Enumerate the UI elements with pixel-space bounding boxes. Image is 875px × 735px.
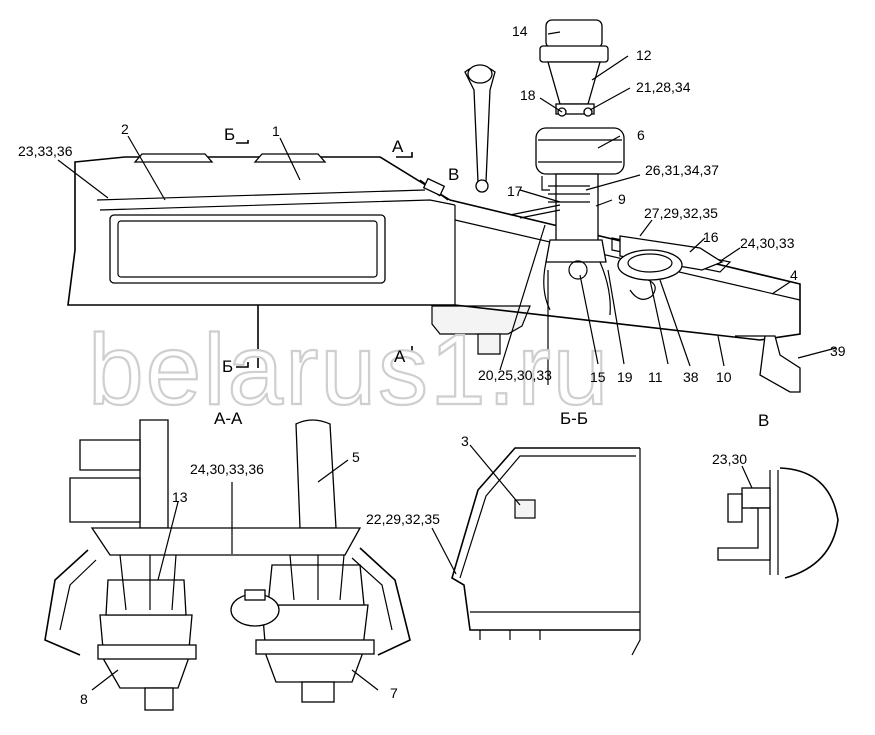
label-2: 2 [121, 121, 129, 137]
label-13: 13 [172, 489, 188, 505]
section-aa-drawing [44, 419, 411, 711]
label-9: 9 [618, 191, 626, 207]
hood-assembly [67, 153, 801, 393]
cut-a-bottom: А [394, 347, 406, 366]
section-bb-drawing [451, 447, 641, 656]
label-27-29-32-35: 27,29,32,35 [644, 205, 718, 221]
section-title-bb: Б-Б [560, 409, 588, 428]
label-12: 12 [636, 47, 652, 63]
control-lever [419, 64, 561, 219]
label-23-33-36: 23,33,36 [18, 143, 73, 159]
section-title-aa: А-А [214, 409, 243, 428]
label-19: 19 [617, 369, 633, 385]
cut-b-top: Б [224, 125, 235, 144]
label-24-30-33-36: 24,30,33,36 [190, 461, 264, 477]
watermark: belarus1.ru [88, 314, 610, 426]
label-24-30-33: 24,30,33 [740, 235, 795, 251]
label-10: 10 [716, 369, 732, 385]
cut-a-top: А [392, 137, 404, 156]
part-labels: 23,33,36 2 1 14 12 18 21,28,34 6 26,31,3… [18, 23, 846, 707]
section-marks [236, 140, 549, 385]
label-14: 14 [512, 23, 528, 39]
label-15: 15 [590, 369, 606, 385]
label-7: 7 [390, 685, 398, 701]
view-v-mark: В [448, 165, 459, 184]
label-39: 39 [830, 343, 846, 359]
label-17: 17 [507, 183, 523, 199]
label-16: 16 [703, 229, 719, 245]
cut-b-bottom: Б [222, 357, 233, 376]
label-5: 5 [352, 449, 360, 465]
label-18: 18 [520, 87, 536, 103]
label-20-25-30-33: 20,25,30,33 [478, 367, 552, 383]
label-1: 1 [272, 123, 280, 139]
label-6: 6 [637, 127, 645, 143]
air-cleaner-assembly [535, 19, 625, 316]
label-22-29-32-35: 22,29,32,35 [366, 511, 440, 527]
label-26-31-34-37: 26,31,34,37 [645, 162, 719, 178]
label-21-28-34: 21,28,34 [636, 79, 691, 95]
view-v-drawing [717, 467, 839, 579]
label-8: 8 [80, 691, 88, 707]
label-11: 11 [648, 369, 663, 385]
leader-lines [57, 31, 837, 691]
label-23-30: 23,30 [712, 451, 747, 467]
label-38: 38 [683, 369, 699, 385]
section-title-v: В [758, 411, 769, 430]
label-4: 4 [790, 267, 798, 283]
section-titles: А-А Б-Б В А А Б Б В [214, 125, 769, 430]
label-3: 3 [461, 433, 469, 449]
